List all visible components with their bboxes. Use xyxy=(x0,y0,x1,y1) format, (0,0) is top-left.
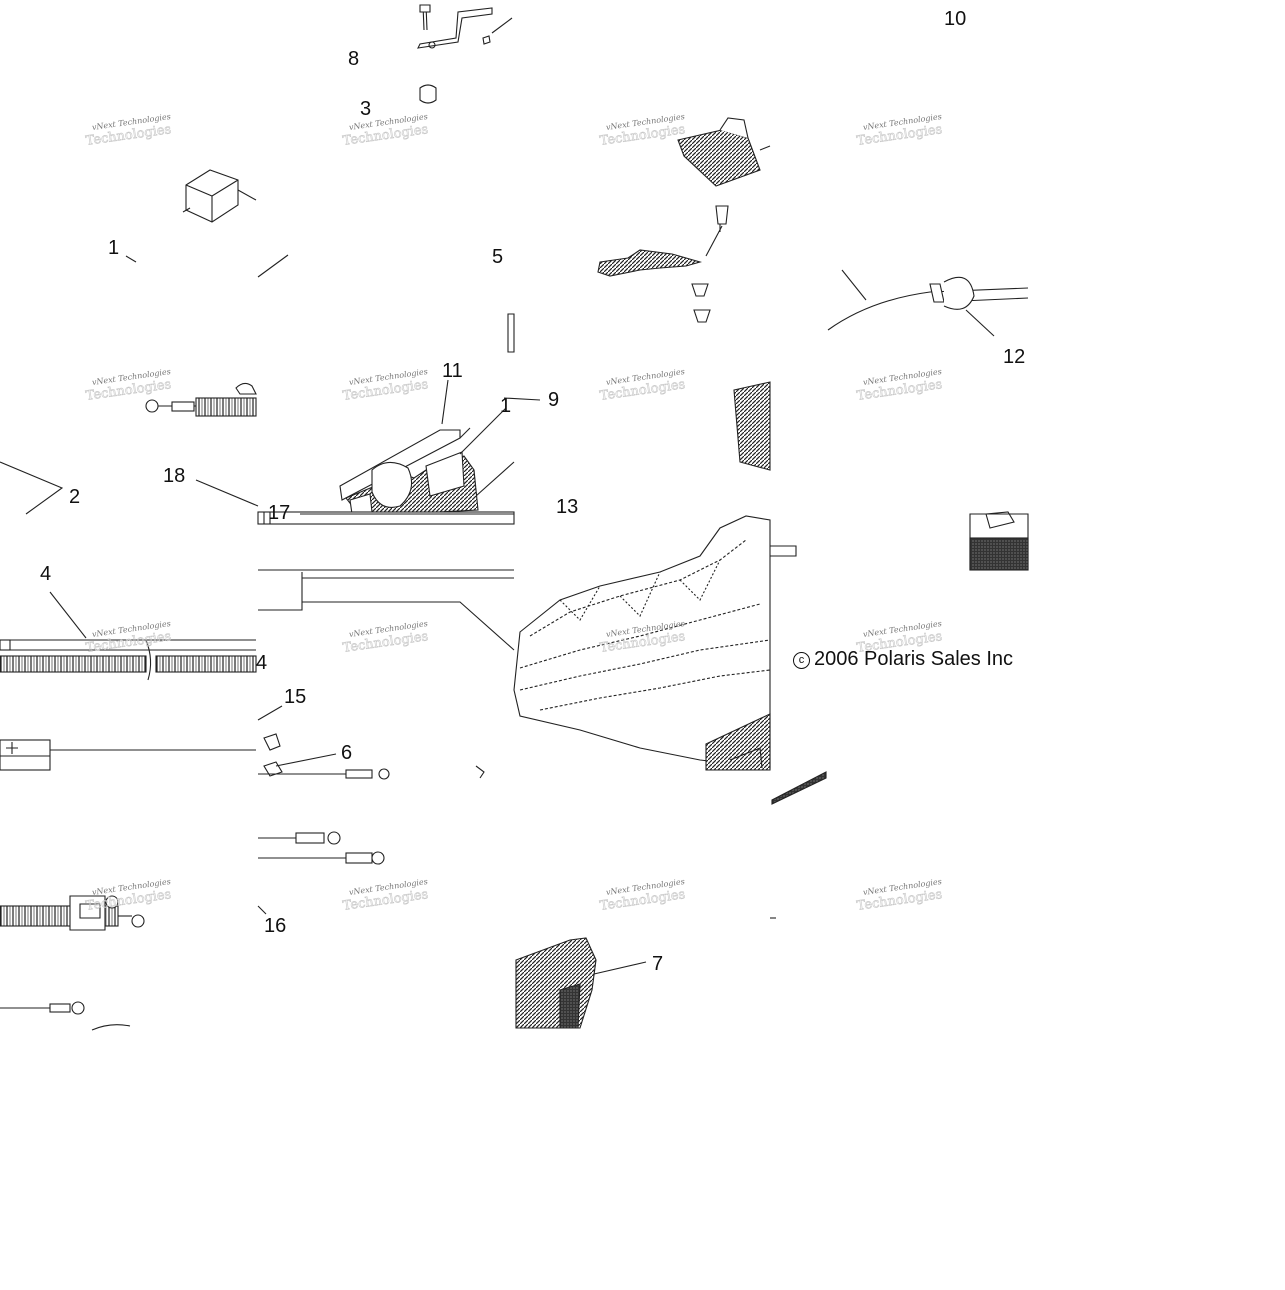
callout-2: 2 xyxy=(69,486,80,508)
callout-4: 4 xyxy=(40,563,51,585)
callout-11: 11 xyxy=(442,360,463,382)
callout-15: 15 xyxy=(284,686,306,708)
callout-7: 7 xyxy=(652,953,663,975)
callout-6: 6 xyxy=(341,742,352,764)
callout-17-fragment: 17 xyxy=(268,502,290,524)
callout-9: 9 xyxy=(548,389,559,411)
callout-13: 13 xyxy=(556,496,578,518)
callout-10: 10 xyxy=(944,8,966,30)
callout-18: 18 xyxy=(163,465,185,487)
callout-8: 8 xyxy=(348,48,359,70)
callout-19-fragment: 1 xyxy=(500,395,511,417)
callout-12: 12 xyxy=(1003,346,1025,368)
callout-1: 1 xyxy=(108,237,119,259)
copyright-symbol: c xyxy=(793,652,810,669)
callout-14-fragment: 4 xyxy=(256,652,267,674)
copyright-text: 2006 Polaris Sales Inc xyxy=(814,648,1014,670)
callout-3: 3 xyxy=(360,98,371,120)
callout-5-fragment: 5 xyxy=(492,246,503,268)
callout-16: 16 xyxy=(264,915,286,937)
